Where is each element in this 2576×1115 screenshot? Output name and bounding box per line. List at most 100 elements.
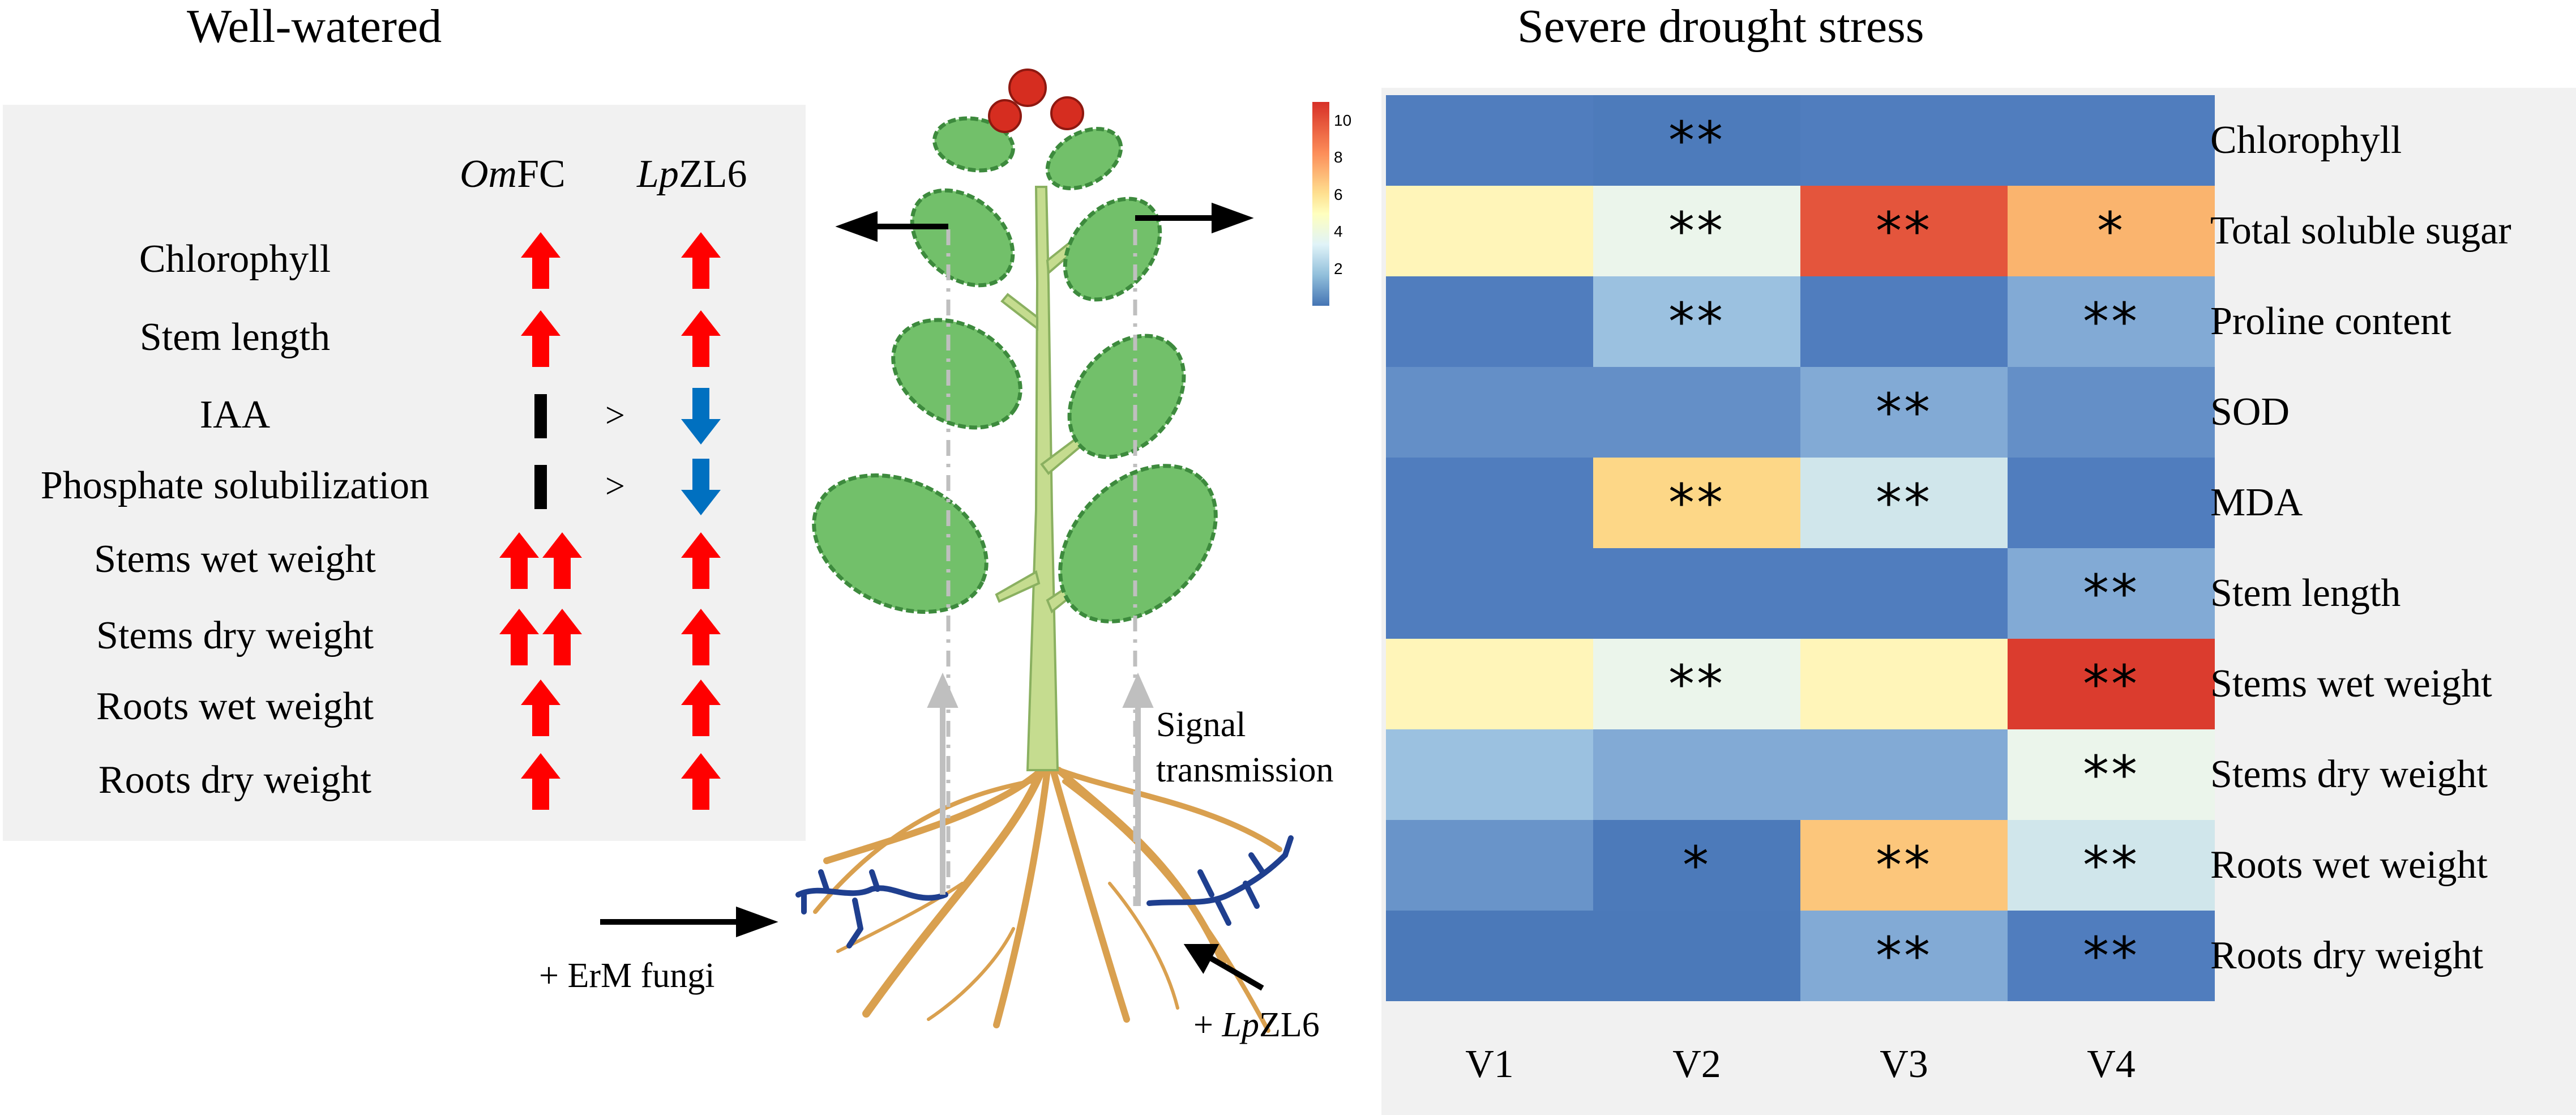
erm-fungi-label: + ErM fungi — [539, 956, 715, 995]
heatmap-cell — [2008, 95, 2215, 186]
left-row-label: Roots wet weight — [96, 685, 374, 728]
heatmap-cell — [1386, 820, 1593, 911]
heatmap-cell — [1800, 548, 2008, 639]
lpzl6-up-arrow-icon — [681, 680, 721, 736]
heatmap-cell — [1800, 95, 2008, 186]
heatmap-cell — [1593, 911, 1800, 1001]
omfc-up-arrow-icon — [542, 532, 582, 589]
heatmap-cell: ** — [1593, 276, 1800, 367]
heatmap-cell: ** — [1800, 820, 2008, 911]
heatmap-cell — [1386, 911, 1593, 1001]
heatmap-cell — [1800, 639, 2008, 729]
significance-mark: ** — [1876, 382, 1932, 443]
significance-mark: ** — [2083, 291, 2139, 352]
heatmap-cell: ** — [1800, 186, 2008, 276]
legend-tick-label: 10 — [1334, 111, 1352, 129]
root-system — [813, 766, 1282, 1033]
heatmap-cell — [1386, 548, 1593, 639]
well-watered-panel — [3, 105, 806, 841]
black-arrows — [600, 202, 1264, 991]
heatmap-cell — [1386, 639, 1593, 729]
heatmap-cell: ** — [1800, 911, 2008, 1001]
heatmap-cell — [2008, 458, 2215, 548]
significance-mark: * — [2097, 200, 2125, 262]
heatmap-row-label: Stems dry weight — [2210, 753, 2488, 796]
significance-mark: ** — [1876, 835, 1932, 896]
legend-tick-label: 2 — [1334, 259, 1343, 277]
leaves — [812, 116, 1218, 623]
heatmap-cell: ** — [1593, 186, 1800, 276]
significance-mark: ** — [1668, 653, 1725, 715]
significance-mark: ** — [1668, 291, 1725, 352]
lpzl6-up-arrow-icon — [681, 232, 721, 289]
erm-fungi-left — [795, 869, 948, 949]
left-row-label: Phosphate solubilization — [40, 464, 430, 507]
lpzl6-up-arrow-icon — [681, 310, 721, 367]
heatmap-cell: ** — [2008, 911, 2215, 1001]
omfc-up-arrow-icon — [521, 680, 560, 736]
omfc-up-arrow-icon — [521, 310, 560, 367]
heatmap-cell: ** — [1593, 639, 1800, 729]
significance-mark: ** — [2083, 653, 2139, 715]
col-head-omfc: OmFC — [460, 152, 566, 196]
left-row-label: Stem length — [139, 315, 331, 359]
significance-mark: ** — [2083, 835, 2139, 896]
right-title: Severe drought stress — [1517, 0, 1924, 53]
heatmap-column-label: V3 — [1880, 1043, 1928, 1086]
heatmap-cell: ** — [2008, 639, 2215, 729]
significance-mark: ** — [1876, 472, 1932, 533]
erm-fungi-right — [1146, 835, 1294, 926]
heatmap-cell: ** — [1593, 95, 1800, 186]
significance-mark: ** — [1876, 200, 1932, 262]
heatmap-cell: * — [2008, 186, 2215, 276]
lpzl6-label: + LpZL6 — [1193, 1006, 1320, 1044]
heatmap-cell — [1593, 367, 1800, 458]
heatmap-cell: ** — [1593, 458, 1800, 548]
heatmap-cell — [2008, 367, 2215, 458]
lpzl6-up-arrow-icon — [681, 753, 721, 810]
legend-tick-label: 4 — [1334, 223, 1343, 241]
heatmap-cell — [1386, 95, 1593, 186]
heatmap-cell: * — [1593, 820, 1800, 911]
left-row-label: Stems wet weight — [94, 537, 376, 581]
significance-mark: ** — [1668, 200, 1725, 262]
color-legend — [1312, 102, 1329, 306]
heatmap-row-label: Chlorophyll — [2210, 118, 2402, 162]
heatmap-row-label: Stems wet weight — [2210, 662, 2492, 706]
compare-sign: > — [605, 396, 625, 435]
heatmap-cell: ** — [1800, 458, 2008, 548]
significance-mark: ** — [1876, 925, 1932, 986]
signal-label-line2: transmission — [1156, 751, 1334, 789]
significance-mark: ** — [2083, 925, 2139, 986]
heatmap-row-label: Total soluble sugar — [2210, 209, 2511, 253]
lpzl6-down-arrow-icon — [681, 388, 721, 445]
signal-arrows — [927, 672, 1154, 906]
heatmap-cell — [1800, 729, 2008, 820]
left-title: Well-watered — [187, 0, 442, 53]
heatmap-cell — [1800, 276, 2008, 367]
omfc-up-arrow-icon — [521, 753, 560, 810]
significance-mark: ** — [1668, 472, 1725, 533]
omfc-up-arrow-icon — [521, 232, 560, 289]
significance-mark: ** — [1668, 110, 1725, 171]
berries — [988, 69, 1084, 133]
omfc-up-arrow-icon — [499, 532, 539, 589]
heatmap-cell — [1386, 276, 1593, 367]
heatmap-cell: ** — [2008, 820, 2215, 911]
heatmap-cell: ** — [1800, 367, 2008, 458]
col-head-lpzl6: LpZL6 — [637, 152, 747, 196]
heatmap-column-label: V1 — [1465, 1043, 1514, 1086]
heatmap-row-label: MDA — [2210, 481, 2303, 524]
heatmap-cell — [1593, 548, 1800, 639]
heatmap-cell: ** — [2008, 729, 2215, 820]
heatmap-cell — [1386, 458, 1593, 548]
heatmap-cell — [1386, 367, 1593, 458]
left-row-label: Stems dry weight — [96, 614, 374, 657]
omfc-up-arrow-icon — [542, 609, 582, 665]
heatmap-cell: ** — [2008, 276, 2215, 367]
legend-tick-label: 6 — [1334, 185, 1343, 203]
heatmap-cell — [1386, 186, 1593, 276]
heatmap-column-label: V2 — [1672, 1043, 1721, 1086]
heatmap-row-label: Roots wet weight — [2210, 843, 2488, 887]
